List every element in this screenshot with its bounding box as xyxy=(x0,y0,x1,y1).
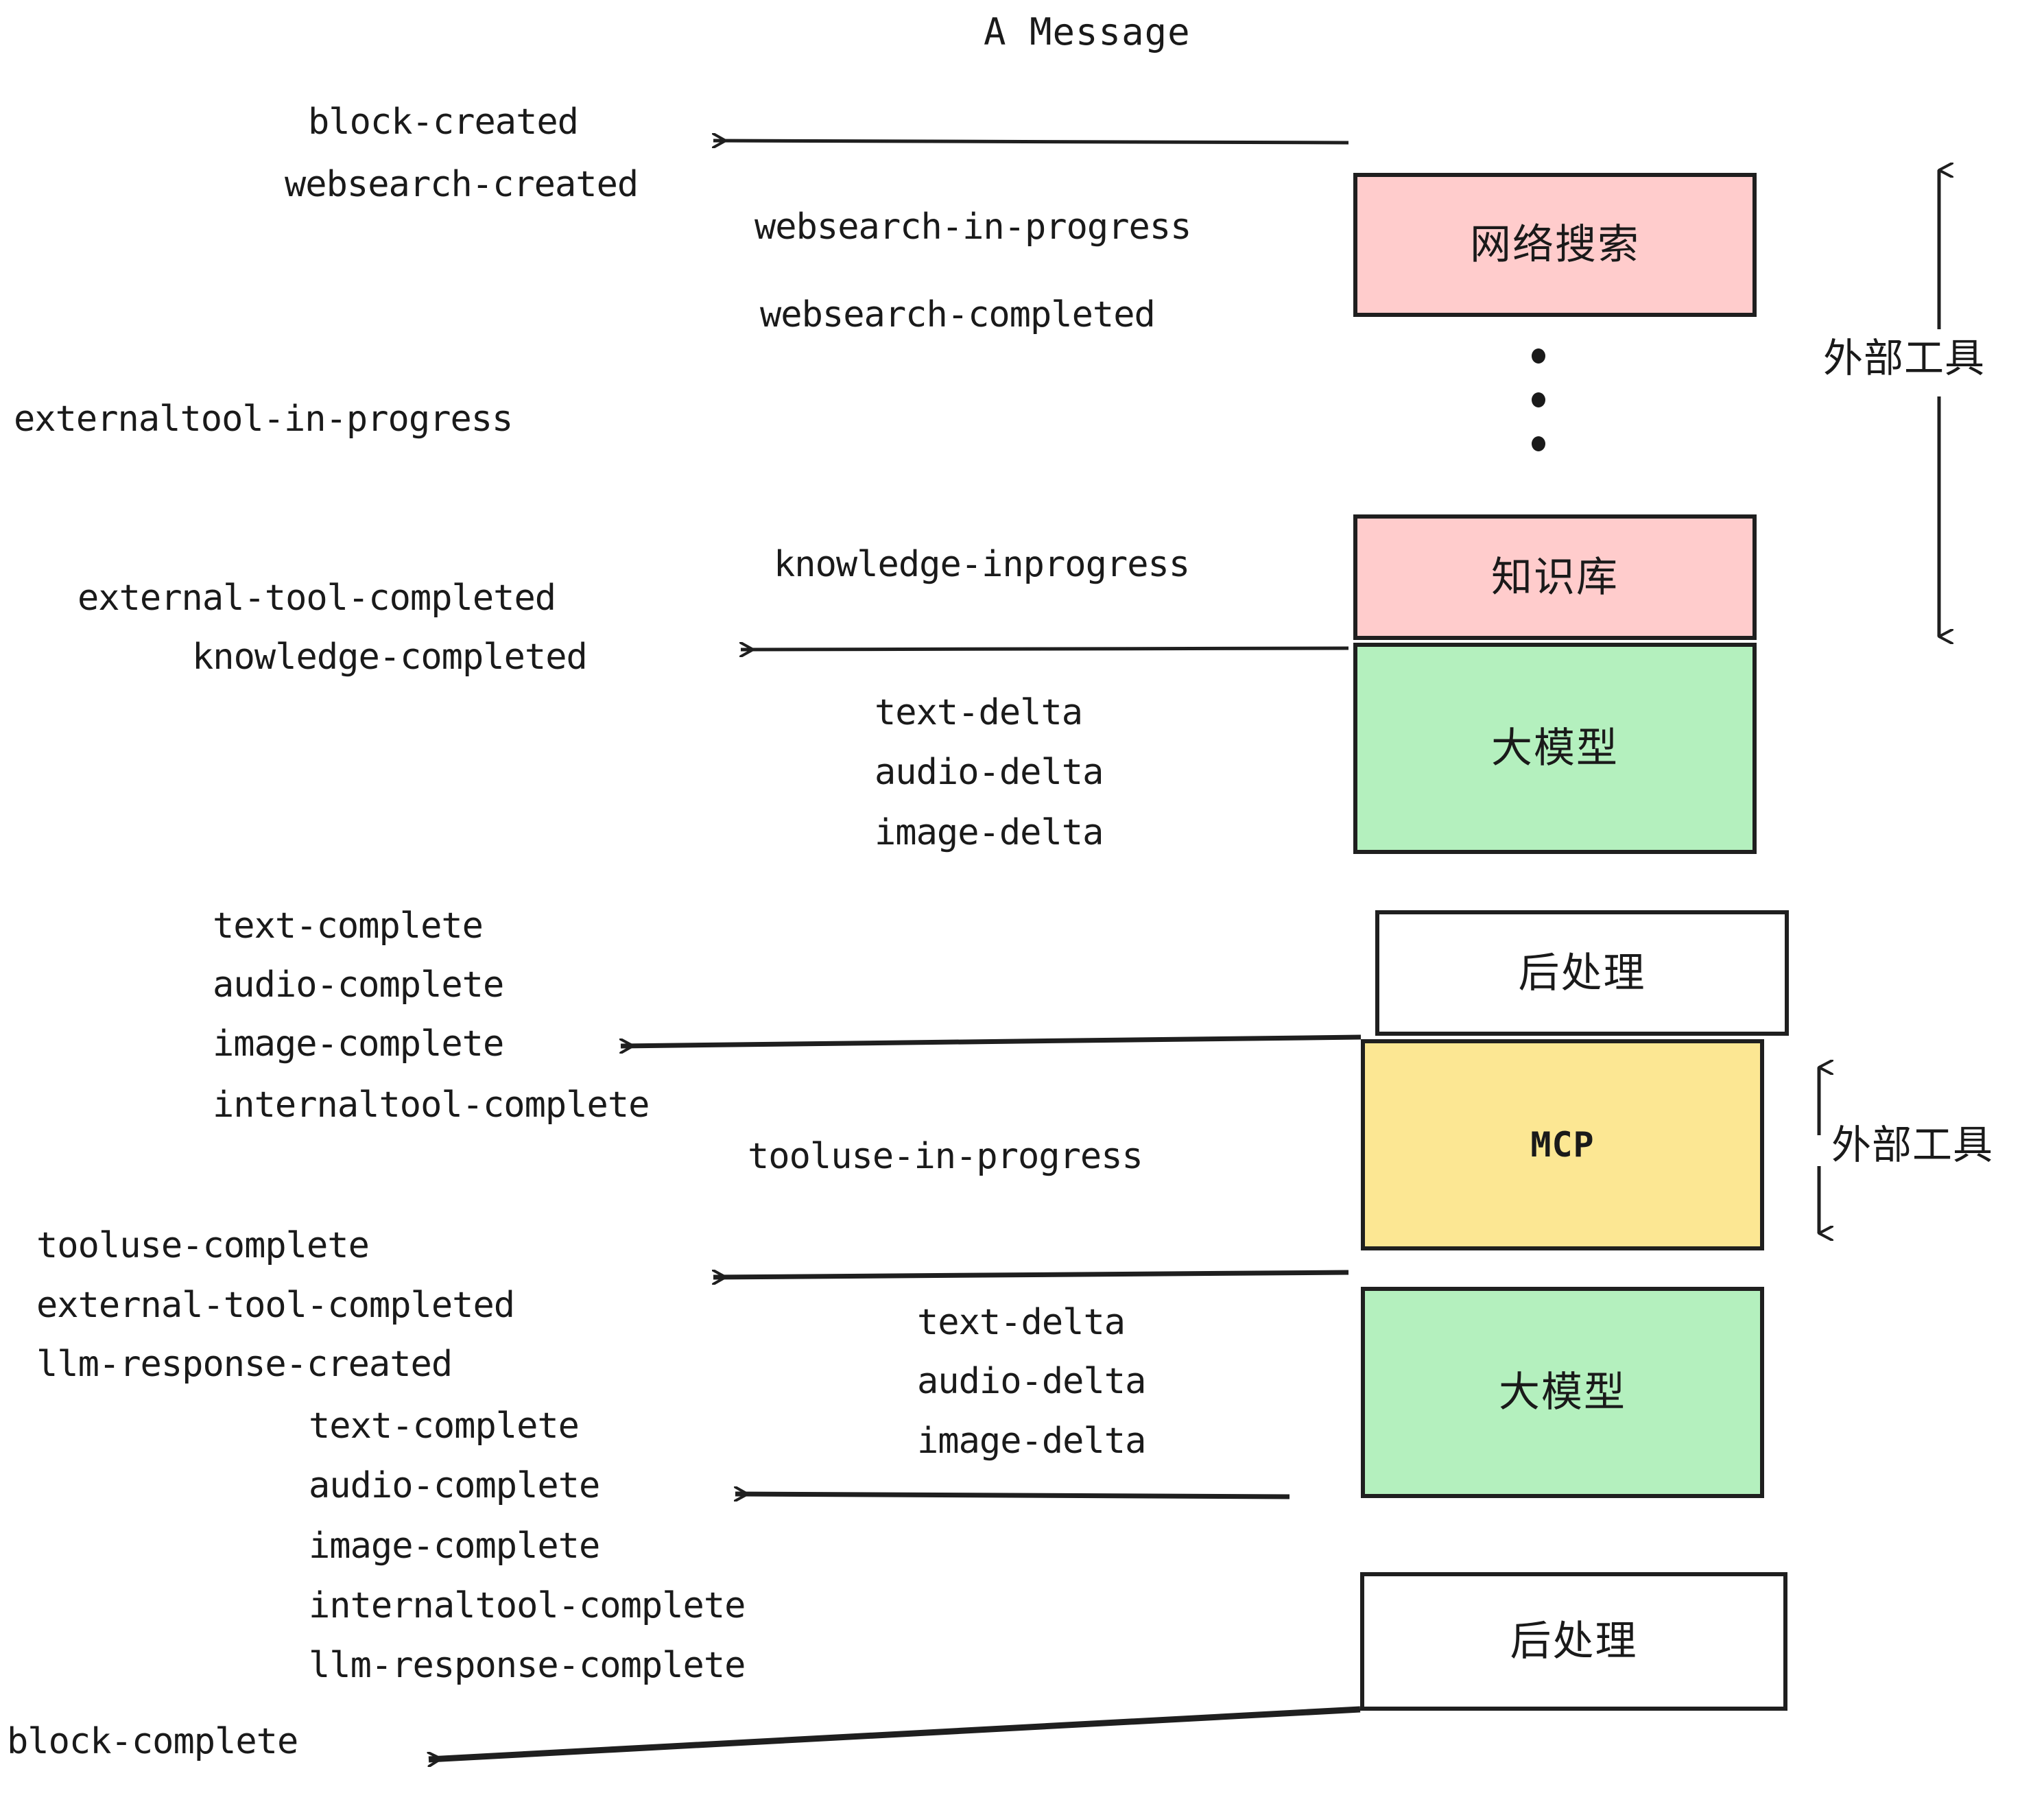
event-image-complete-2: image-complete xyxy=(309,1526,600,1567)
vertical-ellipsis xyxy=(1532,348,1545,480)
side-label-external-tools-bottom: 外部工具 xyxy=(1831,1121,1994,1168)
side-label-external-tools-top: 外部工具 xyxy=(1823,335,1986,381)
diagram-title: A Message xyxy=(984,10,1191,54)
event-audio-delta-1: audio-delta xyxy=(875,752,1104,793)
node-websearch-label: 网络搜索 xyxy=(1470,221,1640,269)
node-postprocess-first[interactable]: 后处理 xyxy=(1375,910,1789,1036)
arrow-mcp-to-tooluse-complete xyxy=(713,1272,1349,1277)
node-mcp[interactable]: MCP xyxy=(1361,1039,1764,1250)
event-tooluse-in-progress: tooluse-in-progress xyxy=(748,1136,1143,1177)
event-text-complete-2: text-complete xyxy=(309,1405,580,1447)
event-internaltool-complete-2: internaltool-complete xyxy=(309,1585,746,1626)
node-postprocess-second-label: 后处理 xyxy=(1510,1617,1638,1665)
event-external-tool-completed-1: external-tool-completed xyxy=(78,578,556,619)
event-text-delta-2: text-delta xyxy=(917,1302,1126,1343)
event-knowledge-inprogress: knowledge-inprogress xyxy=(774,544,1190,585)
node-llm-first-label: 大模型 xyxy=(1491,724,1619,772)
node-postprocess-second[interactable]: 后处理 xyxy=(1360,1572,1787,1711)
event-image-delta-1: image-delta xyxy=(875,812,1104,853)
event-audio-delta-2: audio-delta xyxy=(917,1361,1146,1402)
node-websearch[interactable]: 网络搜索 xyxy=(1353,173,1757,317)
event-image-delta-2: image-delta xyxy=(917,1421,1146,1462)
node-llm-first[interactable]: 大模型 xyxy=(1353,643,1757,854)
event-image-complete-1: image-complete xyxy=(213,1023,504,1065)
event-block-complete: block-complete xyxy=(7,1721,298,1762)
event-knowledge-completed: knowledge-completed xyxy=(192,637,588,678)
node-mcp-label: MCP xyxy=(1530,1125,1595,1165)
event-external-tool-completed-2: external-tool-completed xyxy=(36,1285,515,1326)
arrow-llm-to-audiocomplete xyxy=(735,1494,1290,1497)
node-llm-second[interactable]: 大模型 xyxy=(1361,1287,1764,1498)
event-websearch-in-progress: websearch-in-progress xyxy=(754,206,1191,248)
event-tooluse-complete: tooluse-complete xyxy=(36,1225,370,1266)
event-audio-complete-2: audio-complete xyxy=(309,1465,600,1506)
node-postprocess-first-label: 后处理 xyxy=(1518,949,1646,997)
event-websearch-created: websearch-created xyxy=(285,164,639,205)
arrow-postprocess-to-blockcomplete xyxy=(429,1706,1361,1759)
event-block-created: block-created xyxy=(308,102,579,143)
node-llm-second-label: 大模型 xyxy=(1499,1368,1626,1416)
node-knowledge[interactable]: 知识库 xyxy=(1353,514,1757,640)
event-audio-complete-1: audio-complete xyxy=(213,964,504,1006)
event-llm-response-created: llm-response-created xyxy=(36,1344,453,1385)
arrow-websearch-to-blockcreated xyxy=(713,141,1349,143)
arrow-knowledge-to-completed xyxy=(741,648,1349,650)
event-text-delta-1: text-delta xyxy=(875,692,1083,733)
event-externaltool-in-progress: externaltool-in-progress xyxy=(14,399,513,440)
node-knowledge-label: 知识库 xyxy=(1491,553,1619,602)
event-websearch-completed: websearch-completed xyxy=(760,294,1156,335)
event-text-complete-1: text-complete xyxy=(213,905,484,947)
event-llm-response-complete: llm-response-complete xyxy=(309,1645,746,1686)
arrow-postprocess-to-imagecomplete xyxy=(621,1034,1362,1046)
event-internaltool-complete-1: internaltool-complete xyxy=(213,1084,650,1126)
